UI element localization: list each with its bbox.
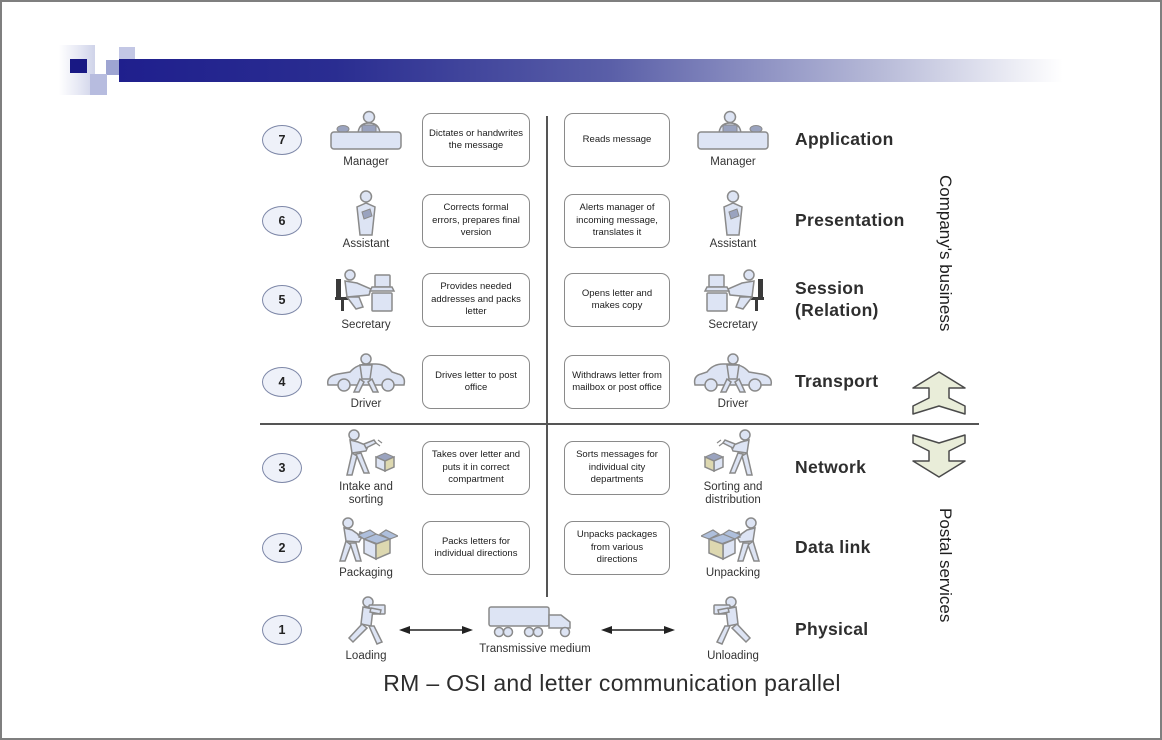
action-box: Corrects formal errors, prepares final v… [422, 194, 530, 248]
layer-name: Presentation [795, 210, 905, 231]
layer-row-4: 4 Driver Drives letter to post office Wi… [2, 347, 1160, 417]
action-box: Withdraws letter from mailbox or post of… [564, 355, 670, 409]
manager-desk-icon [329, 110, 403, 154]
unpacking-icon [701, 515, 765, 565]
layer-number-badge: 1 [254, 595, 310, 665]
layer-name: Session (Relation) [795, 278, 879, 320]
secretary-icon [333, 267, 399, 317]
packaging-icon [334, 515, 398, 565]
role-label: Driver [350, 398, 382, 411]
role-label: Loading [345, 650, 387, 663]
role-label: Secretary [341, 319, 391, 332]
action-box: Takes over letter and puts it in correct… [422, 441, 530, 495]
transmissive-medium: Transmissive medium [473, 595, 597, 665]
layer-number-badge: 3 [254, 431, 310, 505]
receiver-role: Manager [674, 105, 792, 175]
layer-row-1: 1 Loading [2, 595, 1160, 665]
divider-horizontal [260, 423, 979, 425]
divider-vertical [546, 116, 548, 597]
manager-desk-icon [696, 110, 770, 154]
layer-number-badge: 7 [254, 105, 310, 175]
sender-role: Driver [302, 347, 430, 417]
driver-car-icon [691, 352, 775, 396]
truck-icon [487, 603, 583, 641]
layer-row-5: 5 Secretary Provides needed addresses an… [2, 265, 1160, 335]
assistant-icon [718, 190, 748, 237]
action-box: Reads message [564, 113, 670, 167]
company-business-label: Company's business [936, 174, 955, 332]
layer-row-6: 6 Assistant Corrects formal errors, prep… [2, 186, 1160, 256]
layer-number-badge: 5 [254, 265, 310, 335]
bidirectional-arrow-icon [599, 595, 677, 665]
sender-role: Intake and sorting [302, 429, 430, 506]
layer-row-7: 7 Manager Dictates or handwrites the mes… [2, 105, 1160, 175]
role-label: Manager [710, 156, 756, 169]
layer-row-3: 3 Intake and sorting Takes over letter a… [2, 429, 1160, 506]
action-box: Drives letter to post office [422, 355, 530, 409]
driver-car-icon [324, 352, 408, 396]
transmissive-medium-label: Transmissive medium [479, 643, 591, 656]
role-label: Secretary [708, 319, 758, 332]
receiver-role: Sorting and distribution [674, 429, 792, 506]
header-gradient-bar [119, 59, 1102, 82]
action-box: Alerts manager of incoming message, tran… [564, 194, 670, 248]
header-accent-square-2 [106, 60, 119, 75]
sender-role: Packaging [302, 513, 430, 583]
sender-role: Loading [302, 595, 430, 665]
layer-number-badge: 4 [254, 347, 310, 417]
down-arrow-icon [907, 432, 971, 479]
unloading-person-icon [710, 596, 756, 648]
up-arrow-icon [907, 370, 971, 417]
sender-role: Manager [302, 105, 430, 175]
sorting-distribution-icon [701, 429, 765, 479]
layer-number-badge: 6 [254, 186, 310, 256]
sender-role: Secretary [302, 265, 430, 335]
intake-sorting-icon [334, 429, 398, 479]
action-box: Unpacks packages from various directions [564, 521, 670, 575]
loading-person-icon [343, 596, 389, 648]
assistant-icon [351, 190, 381, 237]
role-label: Driver [717, 398, 749, 411]
role-label: Unpacking [705, 567, 761, 580]
receiver-role: Secretary [674, 265, 792, 335]
sender-role: Assistant [302, 186, 430, 256]
role-label: Intake and sorting [339, 480, 393, 506]
secretary-icon [700, 267, 766, 317]
role-label: Manager [343, 156, 389, 169]
action-box: Sorts messages for individual city depar… [564, 441, 670, 495]
role-label: Sorting and distribution [703, 480, 763, 506]
receiver-role: Driver [674, 347, 792, 417]
layer-name: Application [795, 129, 894, 150]
action-box: Opens letter and makes copy [564, 273, 670, 327]
role-label: Unloading [707, 650, 759, 663]
header-accent-square-3 [90, 74, 107, 95]
receiver-role: Unloading [674, 595, 792, 665]
action-box: Provides needed addresses and packs lett… [422, 273, 530, 327]
layer-name: Transport [795, 371, 879, 392]
header-navy-square [70, 59, 87, 73]
layer-row-2: 2 Packaging Packs letters for individu [2, 513, 1160, 583]
action-box: Packs letters for individual directions [422, 521, 530, 575]
bidirectional-arrow-icon [397, 595, 475, 665]
layer-number-badge: 2 [254, 513, 310, 583]
caption: RM – OSI and letter communication parall… [383, 670, 841, 696]
postal-services-label: Postal services [936, 507, 955, 623]
receiver-role: Unpacking [674, 513, 792, 583]
role-label: Packaging [339, 567, 393, 580]
role-label: Assistant [342, 238, 390, 251]
role-label: Assistant [709, 238, 757, 251]
layer-name: Physical [795, 619, 869, 640]
layer-name: Network [795, 457, 867, 478]
receiver-role: Assistant [674, 186, 792, 256]
action-box: Dictates or handwrites the message [422, 113, 530, 167]
layer-name: Data link [795, 537, 871, 558]
